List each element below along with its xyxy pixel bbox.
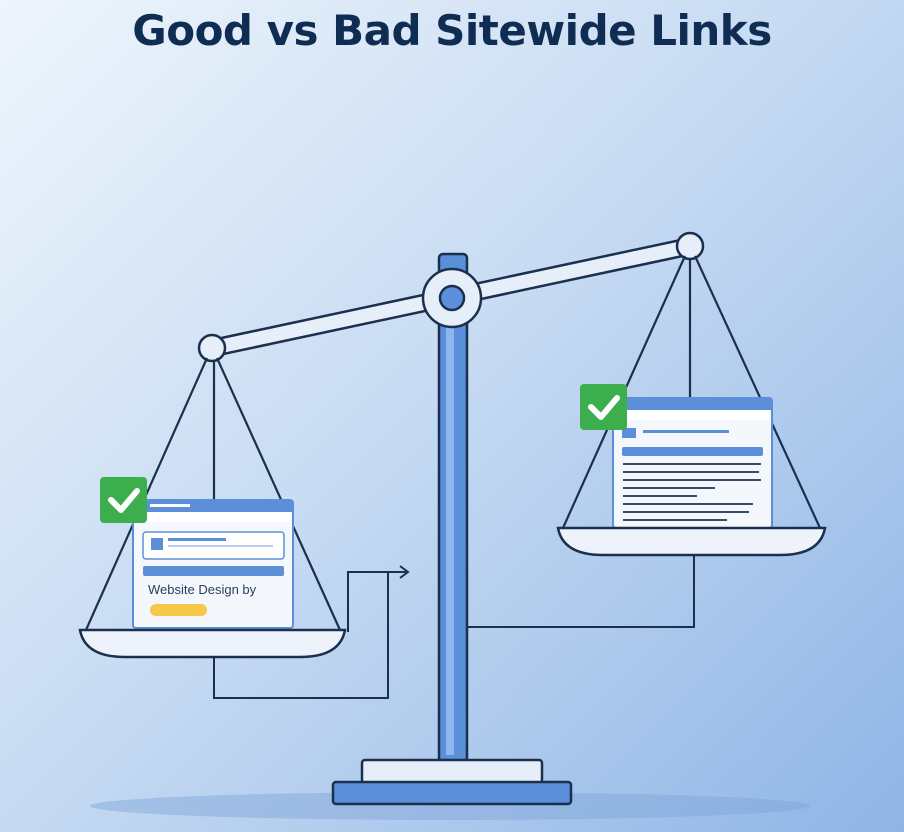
right-check-badge <box>580 384 627 430</box>
right-pan <box>556 526 827 557</box>
left-check-badge <box>100 477 147 523</box>
page-title: Good vs Bad Sitewide Links <box>132 6 772 55</box>
floor-shadow <box>90 792 810 820</box>
scale-base-bottom <box>331 780 573 806</box>
connector-lines <box>213 555 695 699</box>
beam-right-end <box>675 231 705 261</box>
left-pan <box>78 628 347 659</box>
scale-base-top <box>360 758 544 785</box>
check-icon <box>108 488 140 513</box>
beam-left-end <box>197 333 227 363</box>
left-browser-window <box>132 499 294 629</box>
left-browser-text: Website Design by <box>148 582 257 597</box>
check-icon <box>588 395 620 420</box>
right-browser-window <box>612 397 773 529</box>
